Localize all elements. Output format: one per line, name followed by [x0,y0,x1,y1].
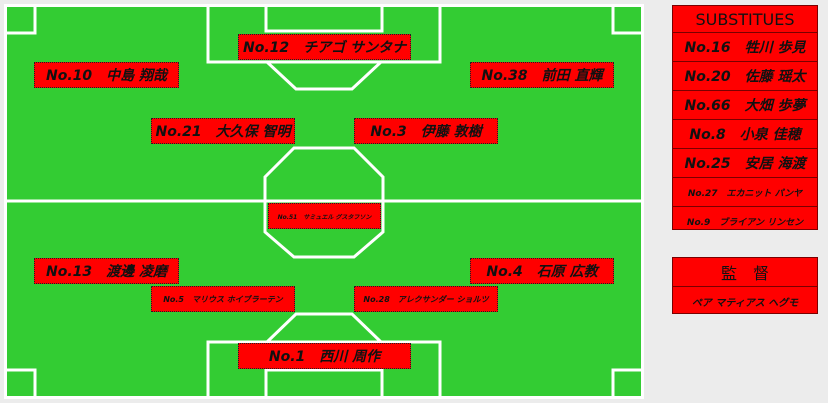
player-card-4[interactable]: No.4 石原 広教 [470,258,614,284]
substitutes-title: SUBSTITUES [673,6,817,33]
player-card-1[interactable]: No.1 西川 周作 [238,343,411,369]
corner-bottom-right [611,368,641,396]
bottom-goal-box [264,368,384,396]
corner-top-left [7,7,37,35]
player-card-38[interactable]: No.38 前田 直輝 [470,62,614,88]
top-penalty-box [206,7,442,64]
substitute-item[interactable]: No.20 佐藤 瑶太 [673,62,817,91]
substitute-item[interactable]: No.16 牲川 歩見 [673,33,817,62]
substitute-item[interactable]: No.9 ブライアン リンセン [686,217,804,228]
centre-circle [263,146,385,259]
player-card-3[interactable]: No.3 伊藤 敦樹 [354,118,498,144]
pitch-markings [7,7,641,396]
player-card-10[interactable]: No.10 中島 翔哉 [34,62,179,88]
top-goal-box [264,7,384,33]
manager-panel: 監 督 ペア マティアス ヘグモ [672,257,818,314]
player-card-28[interactable]: No.28 アレクサンダー ショルツ [354,286,498,312]
player-card-12[interactable]: No.12 チアゴ サンタナ [238,34,411,60]
player-card-21[interactable]: No.21 大久保 智明 [151,118,295,144]
manager-name[interactable]: ペア マティアス ヘグモ [691,297,799,309]
player-card-51[interactable]: No.51 サミュエル グスタフソン [268,203,381,229]
player-card-13[interactable]: No.13 渡邊 凌磨 [34,258,179,284]
corner-bottom-left [7,368,37,396]
substitutes-panel: SUBSTITUES No.16 牲川 歩見 No.20 佐藤 瑶太 No.66… [672,5,818,230]
substitute-item[interactable]: No.27 エカニット パンヤ [673,178,817,207]
substitute-item[interactable]: No.8 小泉 佳穂 [673,120,817,149]
bottom-penalty-arc [265,312,383,344]
bottom-penalty-box [206,340,442,396]
player-card-5[interactable]: No.5 マリウス ホイブラーテン [151,286,295,312]
substitute-item[interactable]: No.66 大畑 歩夢 [673,91,817,120]
manager-title: 監 督 [673,258,817,287]
corner-top-right [611,7,641,35]
substitute-item[interactable]: No.25 安居 海渡 [673,149,817,178]
top-penalty-arc [265,60,383,91]
